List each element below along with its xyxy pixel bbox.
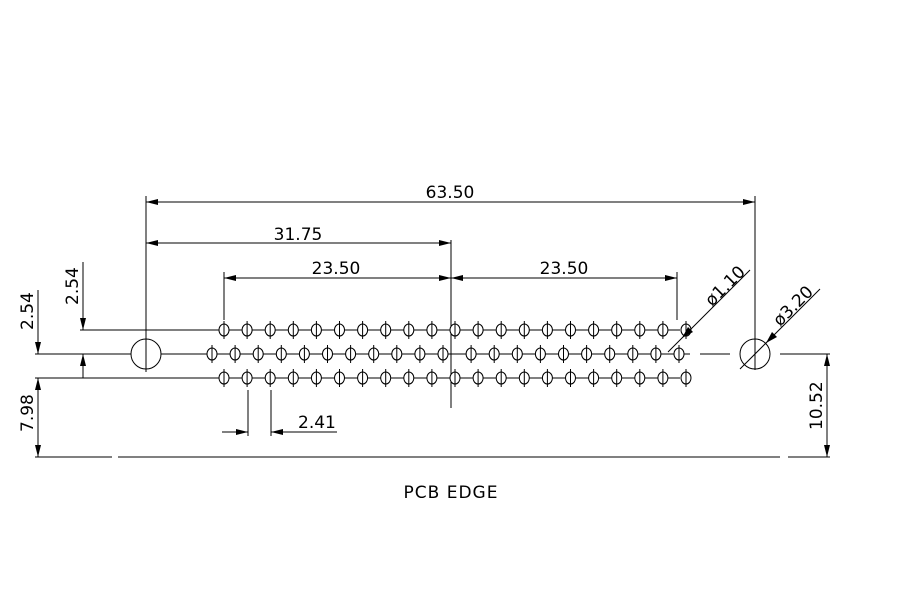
dim-center-to-edge-label: 10.52 (807, 381, 827, 430)
dim-overall: 63.50 (145, 183, 755, 330)
dim-row-offset: 2.54 (63, 262, 86, 378)
dim-bottom-to-edge: 7.98 (18, 378, 41, 457)
pcb-edge-label: PCB EDGE (404, 483, 499, 503)
dim-pitch-label: 2.41 (298, 413, 336, 433)
dim-row-pitch-outer-label: 2.54 (18, 292, 38, 330)
dim-bottom-to-edge-label: 7.98 (18, 394, 38, 432)
dim-half: 31.75 (146, 225, 451, 246)
dim-right-span-label: 23.50 (540, 259, 589, 279)
dim-row-pitch-outer: 2.54 (18, 290, 41, 354)
dim-left-span: 23.50 (223, 259, 451, 320)
dim-row-offset-label: 2.54 (63, 267, 83, 305)
dim-small-hole-label: ø1.10 (701, 262, 749, 310)
dim-right-span: 23.50 (451, 259, 678, 320)
pin-array (200, 321, 692, 387)
dim-left-span-label: 23.50 (312, 259, 361, 279)
dim-overall-label: 63.50 (426, 183, 475, 203)
dim-small-hole: ø1.10 (667, 262, 751, 353)
dim-center-to-edge: 10.52 (807, 354, 830, 457)
dim-mount-hole-label: ø3.20 (769, 282, 817, 330)
dim-pitch: 2.41 (222, 390, 337, 436)
dim-half-label: 31.75 (274, 225, 323, 245)
